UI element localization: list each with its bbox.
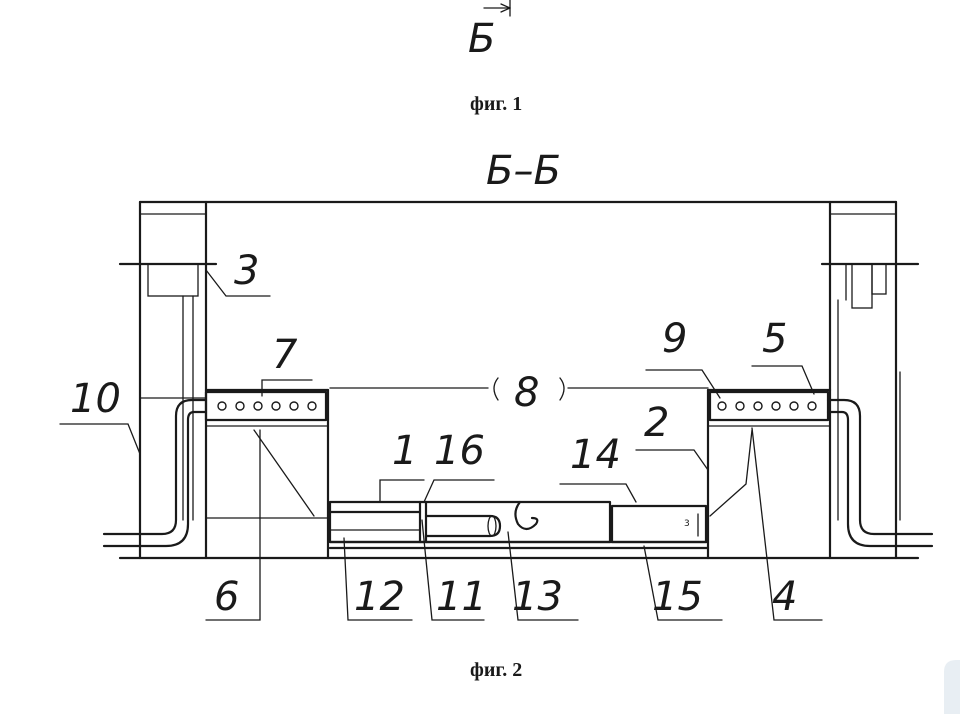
label-6: 6 bbox=[214, 574, 239, 620]
label-2: 2 bbox=[644, 400, 669, 446]
section-marker-arrow bbox=[483, 0, 511, 17]
small-label: 3 bbox=[684, 519, 690, 529]
section-title: Б–Б bbox=[486, 148, 561, 194]
label-1: 1 bbox=[392, 428, 417, 474]
left-manifold bbox=[204, 390, 328, 422]
leader-lines bbox=[59, 269, 823, 621]
fig2-caption: фиг. 2 bbox=[470, 659, 522, 681]
left-pipe bbox=[102, 398, 208, 548]
fig1-caption: фиг. 1 bbox=[470, 93, 522, 115]
label-15: 15 bbox=[652, 574, 703, 620]
label-16: 16 bbox=[434, 428, 485, 474]
label-11: 11 bbox=[436, 574, 487, 620]
label-8: 8 bbox=[514, 370, 539, 416]
housing bbox=[118, 200, 920, 560]
label-5: 5 bbox=[762, 316, 787, 362]
label-3: 3 bbox=[234, 248, 259, 294]
label-9: 9 bbox=[662, 316, 687, 362]
right-manifold bbox=[708, 390, 830, 422]
label-14: 14 bbox=[570, 432, 621, 478]
dimension-8 bbox=[329, 377, 709, 401]
label-12: 12 bbox=[354, 574, 405, 620]
right-pipe bbox=[826, 398, 934, 548]
corner-artifact bbox=[944, 660, 960, 714]
label-4: 4 bbox=[772, 574, 797, 620]
section-marker: Б bbox=[468, 16, 495, 62]
label-7: 7 bbox=[272, 332, 298, 378]
central-assembly: 3 bbox=[328, 500, 710, 550]
label-10: 10 bbox=[70, 376, 121, 422]
label-13: 13 bbox=[512, 574, 563, 620]
